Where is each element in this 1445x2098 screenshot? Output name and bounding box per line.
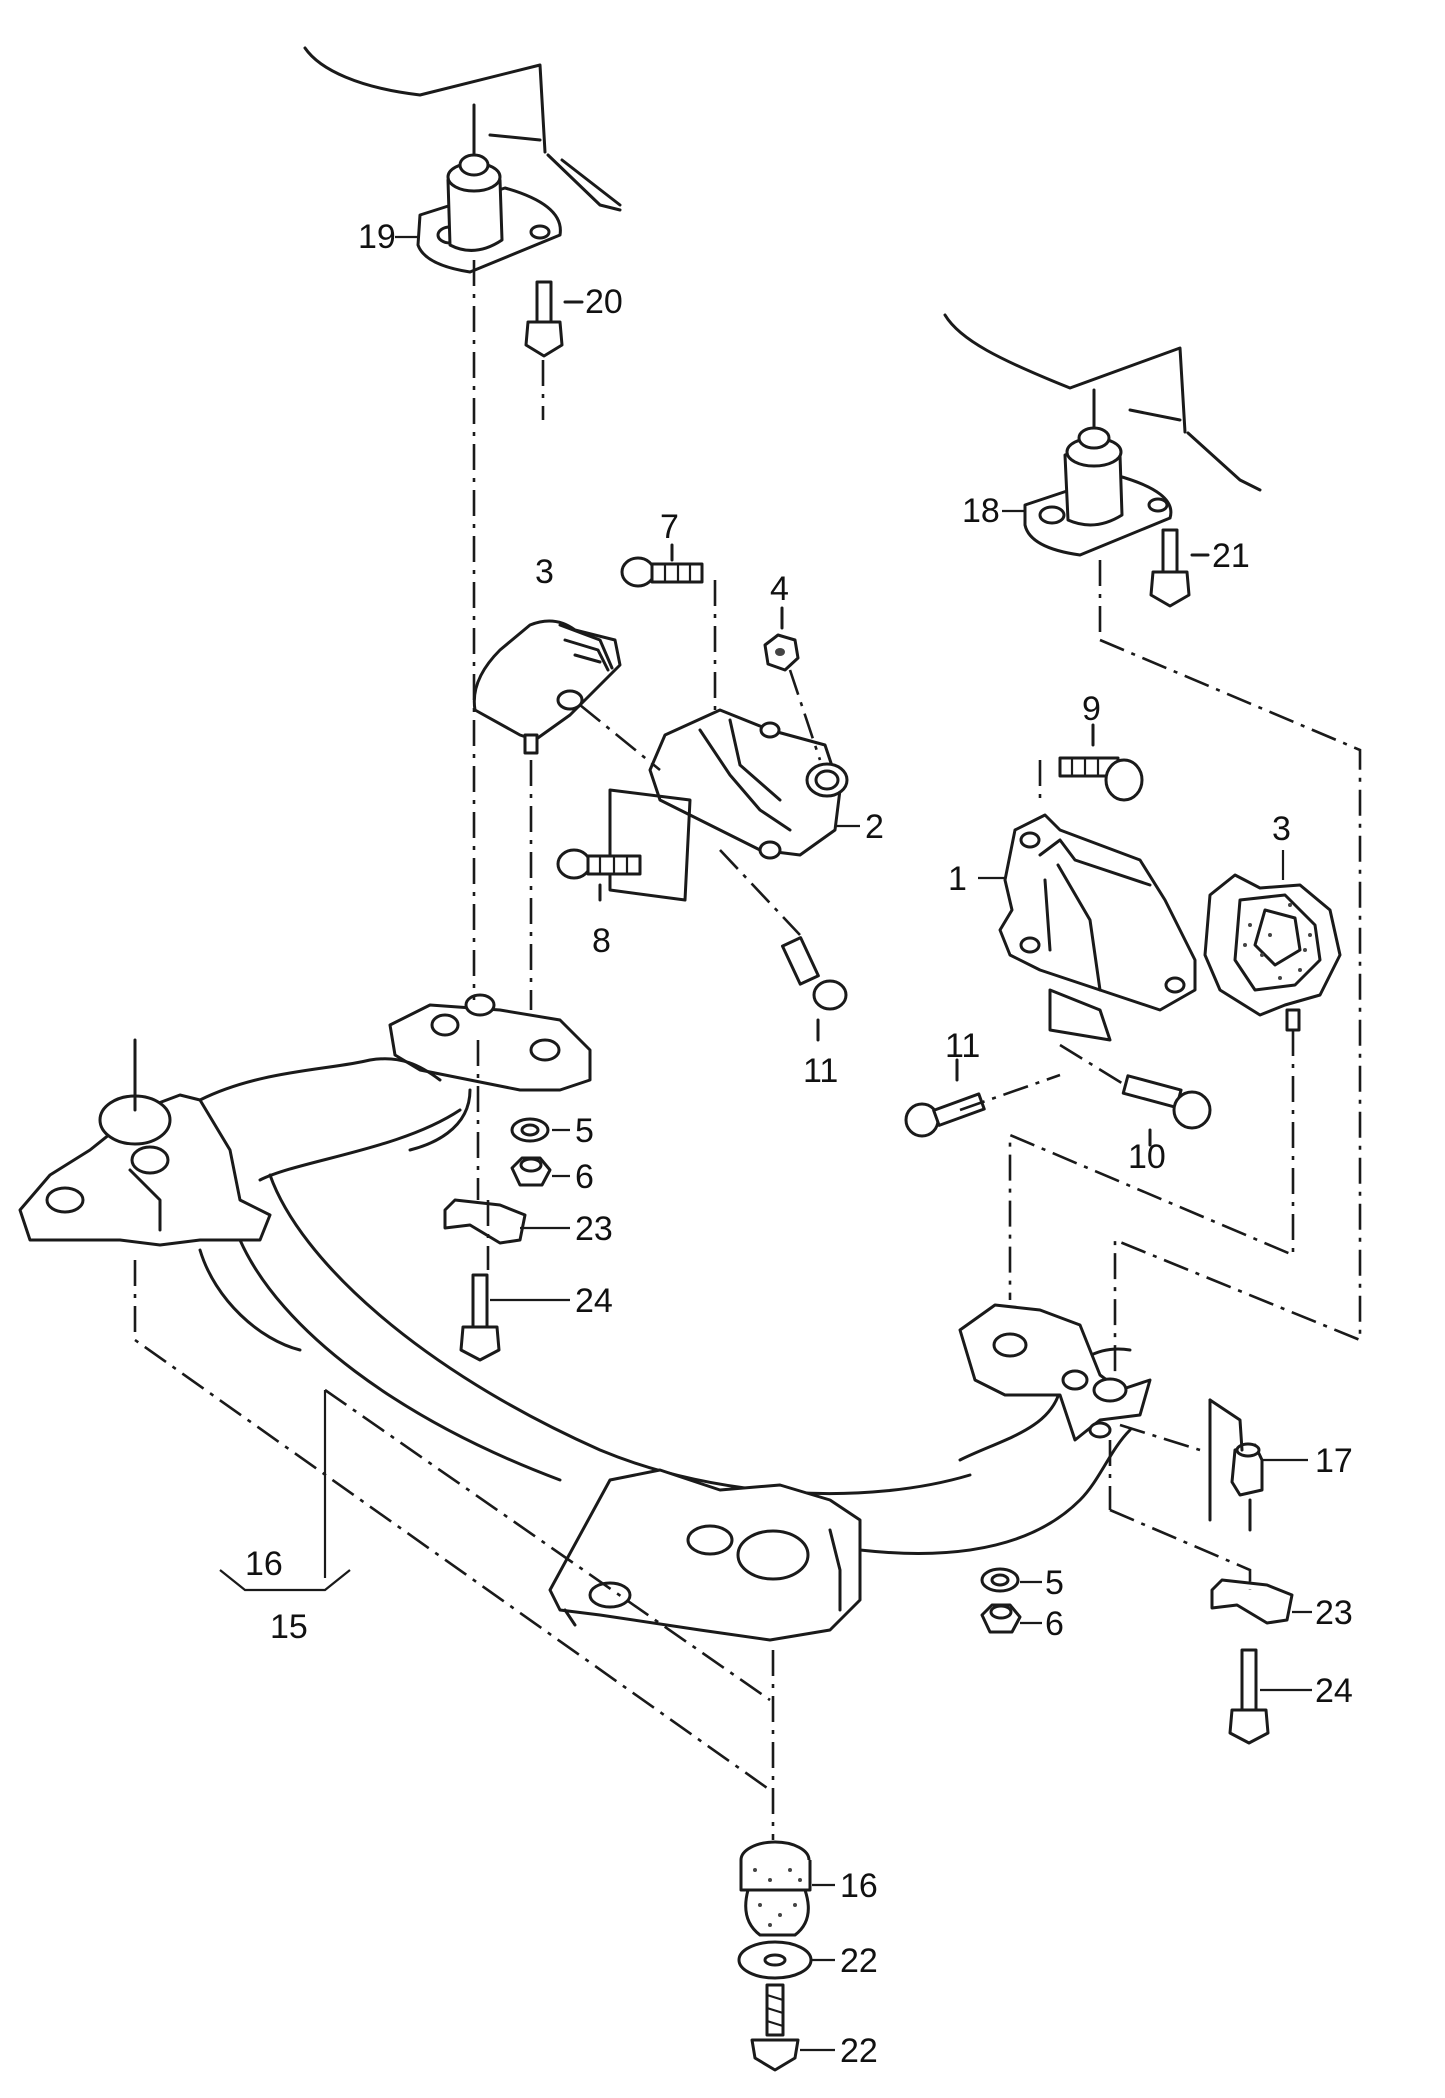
label-19: 19 <box>358 218 396 256</box>
label-2: 2 <box>865 808 884 846</box>
label-10: 10 <box>1128 1138 1166 1176</box>
label-23-right: 23 <box>1315 1594 1353 1632</box>
bracket-1 <box>998 813 1197 1042</box>
label-24-right: 24 <box>1315 1672 1353 1710</box>
assembly-lines <box>133 260 1362 1840</box>
label-15: 15 <box>270 1608 308 1646</box>
body-panel-right <box>943 313 1262 492</box>
nut-6-right <box>980 1603 1022 1634</box>
label-9: 9 <box>1082 690 1101 728</box>
bolt-8 <box>556 848 642 902</box>
label-17: 17 <box>1315 1442 1353 1480</box>
washer-5-right <box>980 1567 1020 1593</box>
label-3-left: 3 <box>535 553 554 591</box>
label-1: 1 <box>948 860 967 898</box>
label-11-upper: 11 <box>803 1052 838 1090</box>
washer-20 <box>737 1940 813 1980</box>
label-6-right: 6 <box>1045 1605 1064 1643</box>
bolt-24-right <box>1228 1648 1270 1745</box>
label-4: 4 <box>770 570 789 608</box>
label-16-lower: 16 <box>840 1867 878 1905</box>
washer-5-left <box>510 1117 550 1143</box>
plate-23-left <box>443 1198 527 1245</box>
label-20: 22 <box>840 1942 878 1980</box>
bolt-7 <box>620 543 704 588</box>
rubber-mount-19 <box>416 103 562 274</box>
label-7: 7 <box>660 508 679 546</box>
bolt-22-left <box>524 280 584 358</box>
bolt-11-upper <box>780 936 848 1042</box>
label-16-upper: 16 <box>245 1545 283 1583</box>
bolt-22-right <box>1149 528 1210 608</box>
label-3-right: 3 <box>1272 810 1291 848</box>
label-22-right: 21 <box>1212 537 1250 575</box>
label-11-lower: 11 <box>945 1027 980 1065</box>
label-22-left: 20 <box>585 283 623 321</box>
label-8: 8 <box>592 922 611 960</box>
bolt-24-left <box>459 1273 501 1362</box>
subframe-15 <box>18 993 1152 1642</box>
bolt-21 <box>750 1983 800 2072</box>
part-labels: 19 20 18 21 7 4 3 2 9 3 1 8 11 11 10 5 6… <box>245 218 1353 2070</box>
nut-6-left <box>510 1156 552 1187</box>
label-24-left: 24 <box>575 1282 613 1320</box>
bolt-10 <box>1121 1074 1212 1147</box>
bolt-11-lower <box>904 1058 986 1138</box>
label-21: 22 <box>840 2032 878 2070</box>
plate-23-right <box>1210 1578 1294 1625</box>
nut-4 <box>763 606 800 672</box>
label-5-right: 5 <box>1045 1564 1064 1602</box>
label-6-left: 6 <box>575 1158 594 1196</box>
label-5-left: 5 <box>575 1112 594 1150</box>
label-23-left: 23 <box>575 1210 613 1248</box>
nut-17 <box>1208 1398 1264 1532</box>
rubber-mount-18 <box>1023 388 1173 557</box>
label-18: 18 <box>962 492 1000 530</box>
bracket-2 <box>608 708 849 902</box>
bolt-9 <box>1058 723 1144 802</box>
body-panel-left <box>303 46 622 212</box>
leader-lines <box>219 235 1312 2052</box>
engine-mount-3-right <box>1203 873 1342 1032</box>
bushing-16 <box>739 1840 812 1937</box>
engine-mount-3-left <box>472 619 622 755</box>
